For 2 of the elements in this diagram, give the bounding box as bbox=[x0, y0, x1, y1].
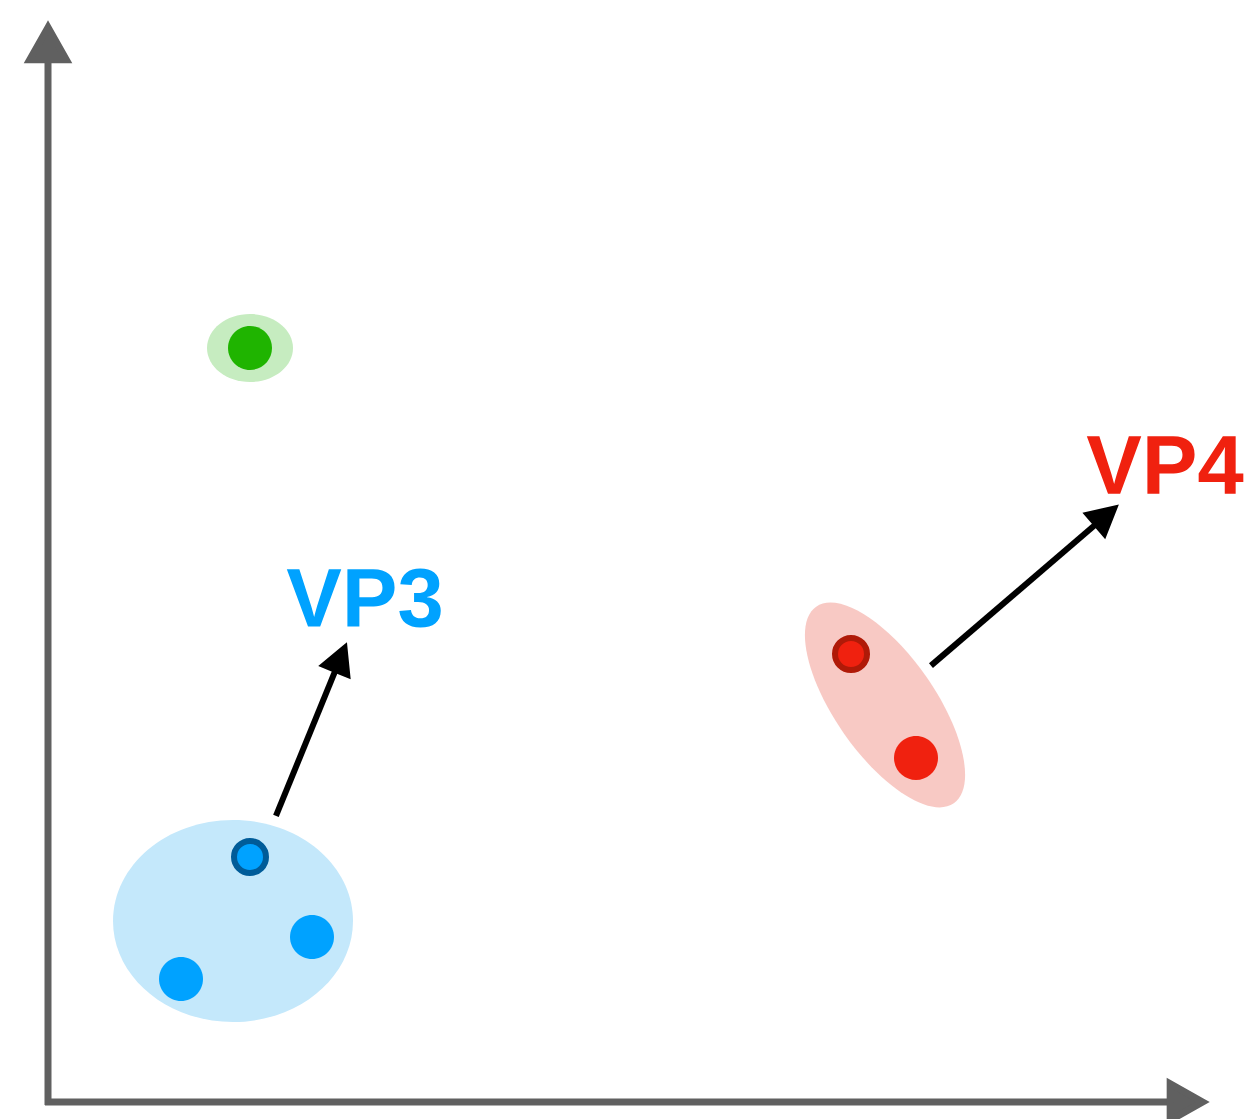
label-text: VP4 bbox=[1086, 436, 1244, 494]
label-text: VP3 bbox=[286, 568, 441, 628]
